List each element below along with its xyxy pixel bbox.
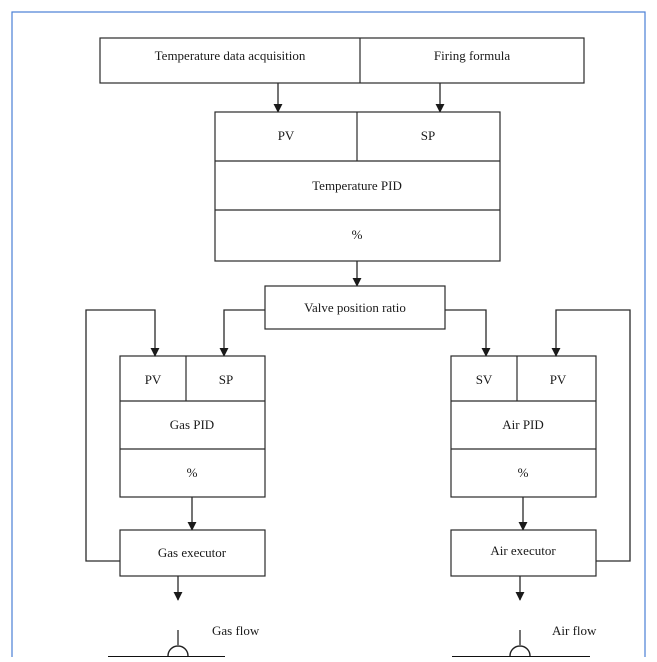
acquisition-label: Temperature data acquisition [155,48,306,63]
gas-pv-label: PV [145,372,162,387]
air-output-label: % [518,465,529,480]
temperature-sp-label: SP [421,128,435,143]
ratio-label: Valve position ratio [304,300,406,315]
arrow-ratio-to-gas-sp [219,309,265,357]
ratio-box: Valve position ratio [264,285,446,330]
gas-pid-title: Gas PID [170,417,214,432]
air-executor-box: Air executor [450,529,597,577]
source-box: Temperature data acquisition Firing form… [99,37,585,84]
temperature-pid-title: Temperature PID [312,178,402,193]
arrow-ratio-to-air-sv [445,309,491,357]
temperature-output-label: % [352,227,363,242]
air-sv-label: SV [476,372,493,387]
air-executor-label: Air executor [490,543,556,558]
temperature-pid-block: PV SP Temperature PID % [214,111,501,262]
formula-label: Firing formula [434,48,510,63]
gas-sp-label: SP [219,372,233,387]
air-pv-label: PV [550,372,567,387]
outer-frame [11,11,646,662]
air-flow-label: Air flow [552,623,597,638]
air-pid-block: SV PV Air PID % [450,355,597,498]
gas-valve-actuator-icon [167,645,189,662]
gas-valve [108,576,225,662]
air-valve-actuator-icon [509,645,531,662]
gas-feedback-line [85,309,160,562]
gas-executor-label: Gas executor [158,545,227,560]
temperature-pv-label: PV [278,128,295,143]
gas-flow-label: Gas flow [212,623,260,638]
gas-output-label: % [187,465,198,480]
gas-pid-block: PV SP Gas PID % [119,355,266,498]
air-feedback-line [551,309,631,562]
air-pid-title: Air PID [502,417,544,432]
gas-executor-box: Gas executor [119,529,266,577]
air-valve [452,576,590,662]
